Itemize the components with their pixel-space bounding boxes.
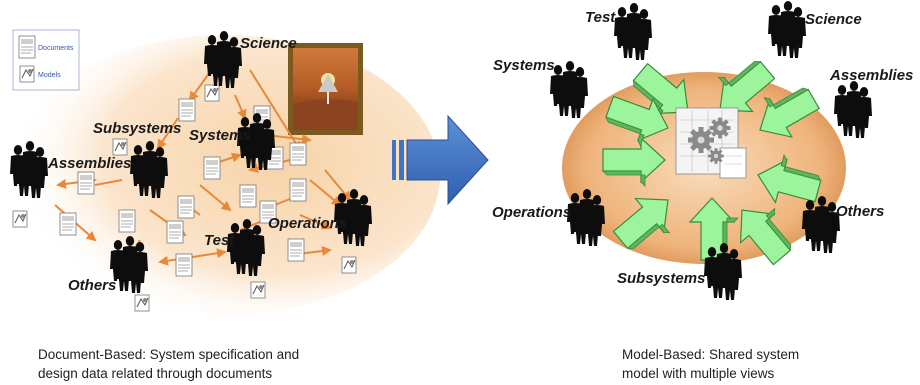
- legend-box: Documents Models: [12, 29, 80, 91]
- right-label-assemblies: Assemblies: [829, 67, 913, 84]
- transition-arrow: [392, 114, 489, 206]
- people-subsystems: [704, 243, 742, 300]
- right-label-science: Science: [805, 11, 862, 28]
- shared-system-model: [675, 107, 747, 179]
- people-test: [614, 3, 652, 60]
- people-science: [768, 1, 806, 58]
- left-label-operations: Operations: [268, 215, 347, 232]
- right-label-subsystems: Subsystems: [617, 270, 705, 287]
- people-others: [802, 196, 840, 253]
- people-systems: [550, 61, 588, 118]
- right-label-operations: Operations: [492, 204, 571, 221]
- left-caption-line-1: Document-Based: System specification and: [38, 347, 300, 362]
- left-caption: Document-Based: System specification and…: [38, 345, 398, 383]
- legend-documents-label: Documents: [38, 45, 74, 52]
- right-caption-line-1: Model-Based: Shared system: [622, 347, 800, 362]
- right-caption-line-2: model with multiple views: [622, 366, 775, 381]
- right-label-test: Test: [585, 9, 616, 26]
- mars-lander-painting: [288, 43, 363, 135]
- document-based-diagram: Documents Models: [10, 29, 440, 315]
- right-label-others: Others: [836, 203, 884, 220]
- left-label-assemblies: Assemblies: [47, 155, 131, 172]
- right-label-systems: Systems: [493, 57, 555, 74]
- people-assemblies: [834, 81, 872, 138]
- people-operations: [567, 189, 605, 246]
- model-based-diagram: Test Science Systems Assemblies Operatio…: [492, 1, 913, 300]
- legend-models-label: Models: [38, 72, 61, 79]
- left-label-test: Test: [204, 232, 235, 249]
- left-label-systems: Systems: [189, 127, 251, 144]
- left-label-others: Others: [68, 277, 116, 294]
- left-label-science: Science: [240, 35, 297, 52]
- right-caption: Model-Based: Shared system model with mu…: [622, 345, 882, 383]
- left-label-subsystems: Subsystems: [93, 120, 181, 137]
- left-caption-line-2: design data related through documents: [38, 366, 273, 381]
